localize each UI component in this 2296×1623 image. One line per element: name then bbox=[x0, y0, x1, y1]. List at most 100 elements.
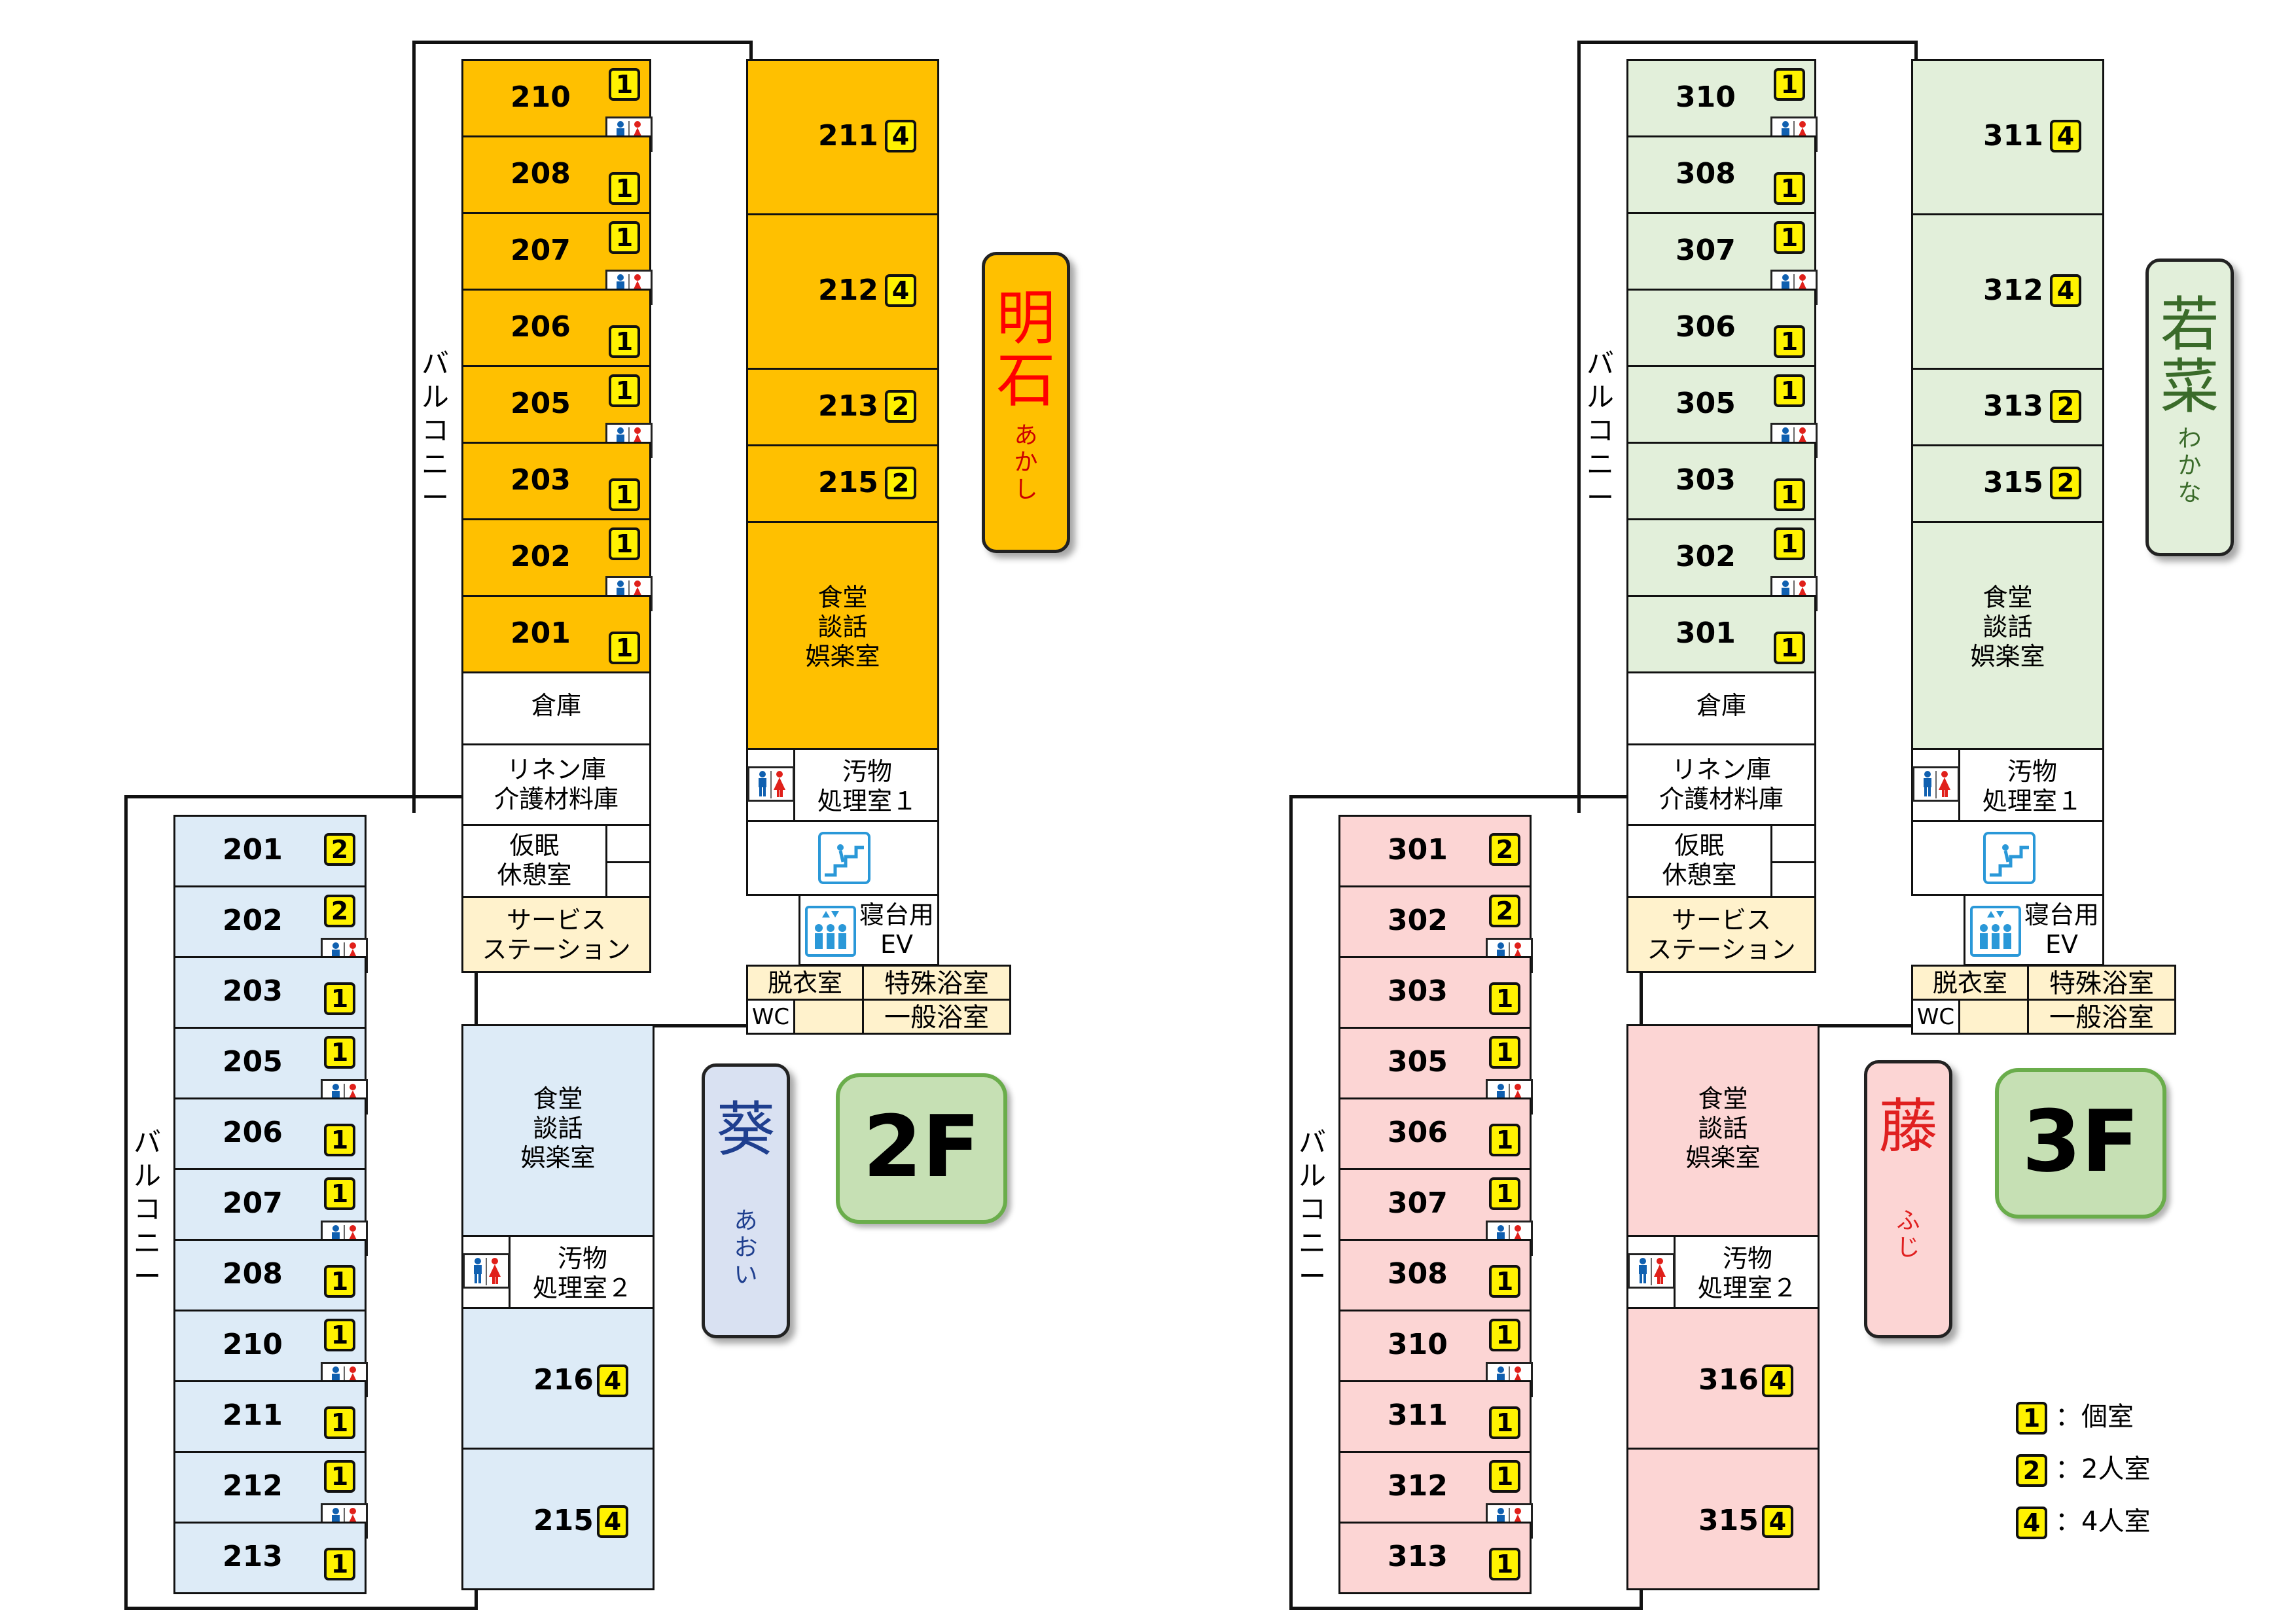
capacity-badge: 1 bbox=[609, 374, 640, 407]
room bbox=[173, 1522, 367, 1594]
floor-label-2f: 2F bbox=[836, 1073, 1007, 1224]
ward-akashi-kana: あ か し bbox=[1014, 422, 1038, 503]
capacity-badge: 1 bbox=[324, 1319, 355, 1351]
capacity-badge: 2 bbox=[2050, 466, 2081, 499]
restroom-icon bbox=[1912, 766, 1960, 802]
dressing-label: 脱衣室 bbox=[767, 969, 842, 997]
room-number: 213 bbox=[818, 389, 878, 423]
room-number: 202 bbox=[511, 540, 571, 573]
ward-fuji bbox=[1864, 1060, 1952, 1338]
storage-label: 倉庫 bbox=[1696, 691, 1746, 720]
capacity-badge: 1 bbox=[324, 1406, 355, 1439]
room-number: 307 bbox=[1388, 1186, 1448, 1220]
room-number: 212 bbox=[223, 1469, 283, 1503]
dining-label: 食堂 談話 娯楽室 bbox=[805, 583, 880, 671]
linen-room bbox=[461, 743, 651, 826]
ward-akashi bbox=[982, 252, 1070, 553]
room-number: 215 bbox=[533, 1504, 594, 1537]
balcony-label-lower: バ ル コ ニ ー bbox=[1298, 1126, 1326, 1293]
room-number: 312 bbox=[1388, 1469, 1448, 1503]
capacity-badge: 2 bbox=[885, 389, 916, 423]
room-number: 301 bbox=[1676, 616, 1736, 650]
ward-wakana-kanji: 若 菜 bbox=[2160, 291, 2219, 421]
capacity-badge: 1 bbox=[1774, 632, 1805, 664]
capacity-badge: 2 bbox=[2050, 389, 2081, 423]
capacity-badge: 1 bbox=[1774, 172, 1805, 205]
room-number: 208 bbox=[223, 1257, 283, 1291]
capacity-badge: 1 bbox=[1489, 1177, 1520, 1210]
room-number: 301 bbox=[1388, 833, 1448, 866]
capacity-badge: 4 bbox=[1762, 1505, 1793, 1538]
room-number: 311 bbox=[1388, 1399, 1448, 1432]
general-bath-label: 一般浴室 bbox=[2049, 1003, 2154, 1033]
legend-text: ：4人室 bbox=[2055, 1507, 2151, 1537]
capacity-badge: 1 bbox=[609, 172, 640, 205]
capacity-badge: 2 bbox=[1489, 833, 1520, 866]
legend-badge: 1 bbox=[2016, 1402, 2047, 1435]
wc-label: WC bbox=[1916, 1004, 1955, 1030]
ward-aoi bbox=[702, 1063, 790, 1338]
capacity-badge: 1 bbox=[1489, 1548, 1520, 1580]
capacity-badge: 1 bbox=[324, 1460, 355, 1493]
nap-annex-2 bbox=[605, 861, 651, 898]
room-number: 316 bbox=[1698, 1363, 1759, 1397]
capacity-badge: 4 bbox=[1762, 1364, 1793, 1397]
restroom-icon bbox=[1628, 1253, 1675, 1289]
nap-annex-2 bbox=[1770, 861, 1816, 898]
balcony-label-upper: バ ル コ ニ ー bbox=[1586, 348, 1614, 514]
room-number: 205 bbox=[223, 1045, 283, 1079]
room-number: 206 bbox=[223, 1116, 283, 1149]
linen-label: リネン庫 介護材料庫 bbox=[1659, 755, 1784, 813]
linen-label: リネン庫 介護材料庫 bbox=[493, 755, 619, 813]
wc-room bbox=[746, 999, 795, 1035]
service-label: サービス ステーション bbox=[482, 906, 631, 964]
room-number: 215 bbox=[818, 465, 878, 499]
stair-icon bbox=[818, 832, 870, 884]
capacity-badge: 1 bbox=[609, 325, 640, 358]
room-number: 208 bbox=[511, 157, 571, 190]
capacity-badge: 4 bbox=[597, 1364, 628, 1397]
capacity-badge: 1 bbox=[1489, 1265, 1520, 1298]
room-number: 315 bbox=[1698, 1504, 1759, 1537]
capacity-badge: 1 bbox=[1489, 1036, 1520, 1069]
room-number: 210 bbox=[223, 1328, 283, 1361]
nap-label: 仮眠 休憩室 bbox=[1662, 831, 1737, 889]
ward-aoi-kana: あ お い bbox=[734, 1207, 758, 1289]
capacity-badge: 1 bbox=[1489, 982, 1520, 1015]
room-number: 207 bbox=[223, 1186, 283, 1220]
wc-room bbox=[1911, 999, 1960, 1035]
capacity-badge: 4 bbox=[885, 120, 916, 152]
ward-fuji-kanji: 藤 bbox=[1878, 1092, 1938, 1161]
room-number: 203 bbox=[223, 974, 283, 1008]
capacity-badge: 1 bbox=[324, 1124, 355, 1156]
room-number: 205 bbox=[511, 387, 571, 420]
capacity-badge: 1 bbox=[324, 982, 355, 1015]
balcony-label-lower: バ ル コ ニ ー bbox=[133, 1126, 161, 1293]
nap-annex bbox=[605, 824, 651, 863]
capacity-badge: 1 bbox=[609, 478, 640, 511]
soiled-label-2: 汚物 処理室２ bbox=[532, 1244, 632, 1302]
soiled-label-2: 汚物 処理室２ bbox=[1697, 1244, 1797, 1302]
dressing-lower bbox=[1958, 999, 2029, 1035]
capacity-badge: 1 bbox=[1774, 221, 1805, 254]
special-bath-label: 特殊浴室 bbox=[2049, 969, 2154, 999]
capacity-badge: 1 bbox=[1489, 1124, 1520, 1156]
capacity-badge: 1 bbox=[609, 527, 640, 560]
balcony-label-upper: バ ル コ ニ ー bbox=[421, 348, 449, 514]
legend-badge: 4 bbox=[2016, 1507, 2047, 1539]
capacity-badge: 1 bbox=[1489, 1460, 1520, 1493]
room-number: 303 bbox=[1676, 463, 1736, 497]
capacity-badge: 4 bbox=[885, 274, 916, 307]
room-large bbox=[461, 1448, 655, 1590]
room-number: 213 bbox=[223, 1540, 283, 1573]
room-number: 216 bbox=[533, 1363, 594, 1397]
capacity-badge: 4 bbox=[2050, 274, 2081, 307]
dining-label: 食堂 談話 娯楽室 bbox=[1970, 583, 2045, 671]
room-number: 303 bbox=[1388, 974, 1448, 1008]
dining-label: 食堂 談話 娯楽室 bbox=[1685, 1084, 1761, 1172]
room-number: 306 bbox=[1388, 1116, 1448, 1149]
service-station bbox=[1626, 896, 1816, 973]
room-number: 206 bbox=[511, 310, 571, 344]
bed-ev-label: 寝台用 EV bbox=[859, 901, 934, 959]
capacity-badge: 1 bbox=[1489, 1406, 1520, 1439]
